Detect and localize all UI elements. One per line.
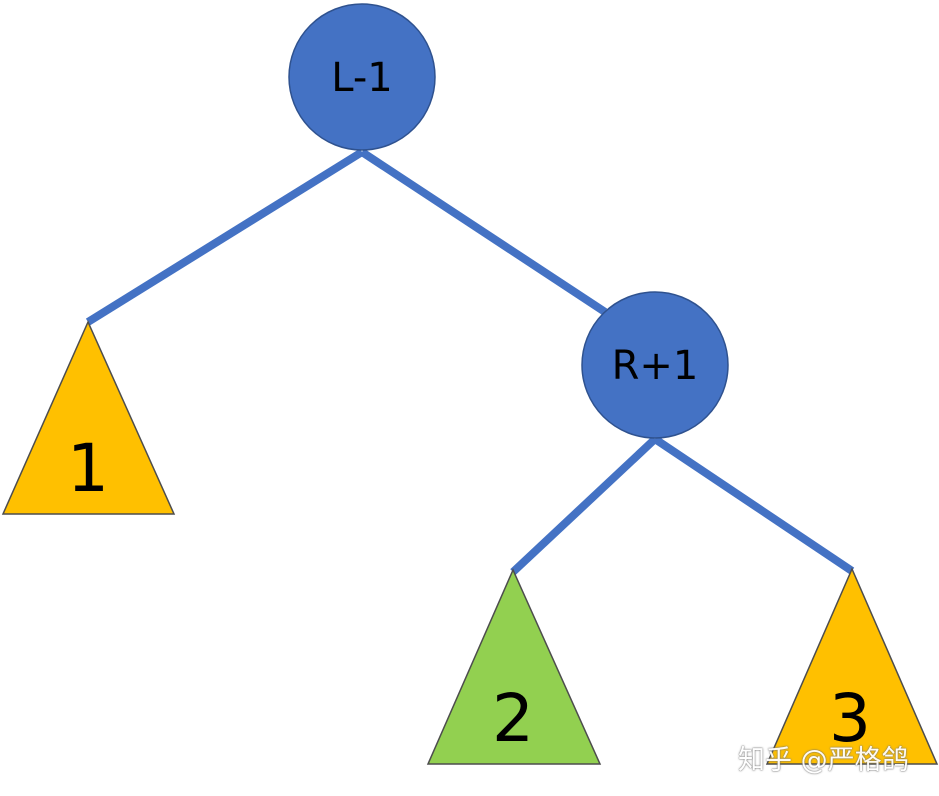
subtree-3-label: 3 [829,680,871,757]
subtree-2-label: 2 [492,680,534,757]
edge-root-to-subtree-1 [85,148,365,326]
edge-root-to-right-child [359,148,608,316]
right-child-node [581,291,729,439]
subtree-3-triangle [765,567,939,765]
edge-right-child-to-subtree-3 [652,435,855,575]
root-node-label: L-1 [331,55,392,101]
subtree-1-label: 1 [67,430,109,507]
subtree-2-triangle [426,568,602,765]
edge-right-child-to-subtree-2 [510,436,658,575]
subtree-1-triangle [1,320,176,515]
right-child-node-label: R+1 [612,343,699,389]
watermark-text: 知乎 @严格鸽 [738,745,909,776]
root-node [288,3,436,151]
